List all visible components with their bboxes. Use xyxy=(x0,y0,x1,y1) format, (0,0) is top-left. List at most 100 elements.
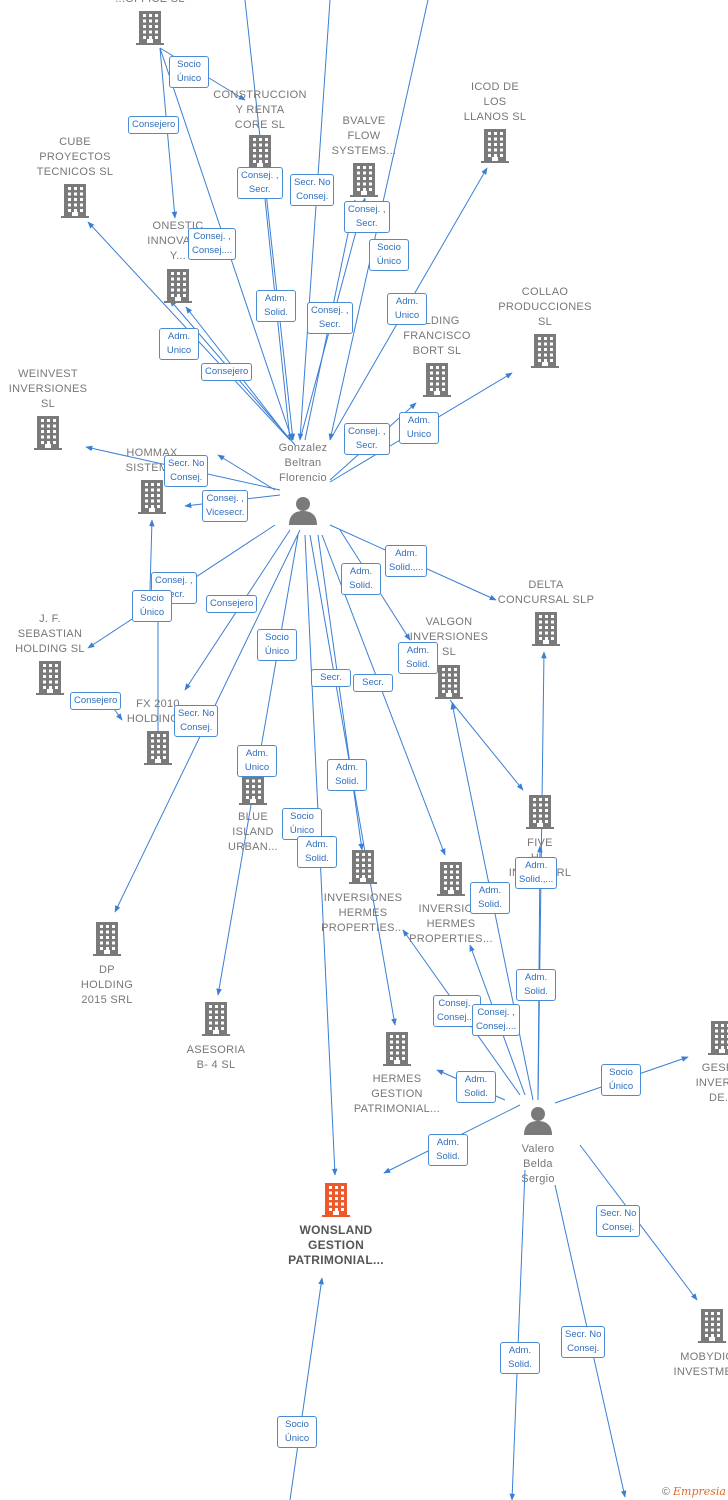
node-label-text: DELTA CONCURSAL SLP xyxy=(497,579,595,606)
node-label-collao[interactable]: COLLAO PRODUCCIONES SL xyxy=(475,285,615,330)
edge-role-label[interactable]: Socio Único xyxy=(601,1064,641,1096)
edge-role-label[interactable]: Socio Único xyxy=(169,56,209,88)
edge-role-label[interactable]: Consejero xyxy=(201,363,253,381)
building-icon[interactable] xyxy=(531,334,559,373)
node-label-blue[interactable]: BLUE ISLAND URBAN... xyxy=(183,810,323,855)
person-icon[interactable] xyxy=(523,1105,553,1140)
edge-role-label[interactable]: Secr. xyxy=(311,669,351,687)
edge-role-label[interactable]: Secr. No Consej. xyxy=(290,174,335,206)
node-label-asesoria[interactable]: ASESORIA B- 4 SL xyxy=(146,1043,286,1073)
edge-role-label[interactable]: Adm. Solid. xyxy=(470,882,510,914)
building-icon[interactable] xyxy=(239,771,267,810)
node-label-mobydic[interactable]: MOBYDIC... INVESTMEN... xyxy=(642,1350,728,1380)
edge-role-label[interactable]: Consej. , Secr. xyxy=(344,201,390,233)
building-icon[interactable] xyxy=(61,184,89,223)
node-label-text: ICOD DE LOS LLANOS SL xyxy=(463,81,527,123)
node-label-ihp1[interactable]: INVERSIONES HERMES PROPERTIES... xyxy=(293,891,433,936)
edge-role-label[interactable]: Socio Único xyxy=(257,629,297,661)
node-label-fx[interactable]: FX 2010 HOLDING... xyxy=(88,697,228,727)
node-label-weinvest[interactable]: WEINVEST INVERSIONES SL xyxy=(0,367,118,412)
edge-line xyxy=(297,0,331,441)
node-label-ihp2[interactable]: INVERSIO... HERMES PROPERTIES... xyxy=(381,902,521,947)
node-label-hermes-gp[interactable]: HERMES GESTION PATRIMONIAL... xyxy=(327,1072,467,1117)
building-icon[interactable] xyxy=(708,1021,728,1060)
person-icon[interactable] xyxy=(288,495,318,530)
building-icon[interactable] xyxy=(138,480,166,519)
edge-role-label[interactable]: Consejero xyxy=(128,116,180,134)
brand-name: Empresia xyxy=(673,1485,726,1498)
node-label-valgon[interactable]: VALGON INVERSIONES SL xyxy=(379,615,519,660)
building-icon[interactable] xyxy=(144,731,172,770)
edge-role-label[interactable]: Adm. Unico xyxy=(399,412,439,444)
edge-role-label[interactable]: Socio Único xyxy=(282,808,322,840)
node-label-gesp[interactable]: GESP... INVERS... DE... xyxy=(652,1061,728,1106)
edge-role-label[interactable]: Socio Único xyxy=(369,239,409,271)
building-icon[interactable] xyxy=(423,363,451,402)
edge-role-label[interactable]: Adm. Solid.,... xyxy=(385,545,428,577)
node-label-bvalve[interactable]: BVALVE FLOW SYSTEMS... xyxy=(294,114,434,159)
node-label-dp[interactable]: DP HOLDING 2015 SRL xyxy=(37,963,177,1008)
node-label-text: J. F. SEBASTIAN HOLDING SL xyxy=(15,613,85,655)
building-icon[interactable] xyxy=(136,11,164,50)
edge-role-label[interactable]: Consej. , Vicesecr. xyxy=(202,490,249,522)
node-label-text: Gonzalez Beltran Florencio xyxy=(278,442,328,484)
building-icon[interactable] xyxy=(481,129,509,168)
edge-role-label[interactable]: Secr. xyxy=(353,674,393,692)
edge-role-label[interactable]: Adm. Solid. xyxy=(341,563,381,595)
edge-role-label[interactable]: Secr. No Consej. xyxy=(164,455,209,487)
node-label-gonzalez[interactable]: Gonzalez Beltran Florencio xyxy=(233,441,373,486)
node-label-text: COLLAO PRODUCCIONES SL xyxy=(498,286,592,328)
node-label-jf[interactable]: J. F. SEBASTIAN HOLDING SL xyxy=(0,612,120,657)
edge-role-label[interactable]: Adm. Solid. xyxy=(398,642,438,674)
edge-role-label[interactable]: Adm. Solid. xyxy=(297,836,337,868)
edge-role-label[interactable]: Consej. , Secr. xyxy=(344,423,390,455)
edge-line xyxy=(317,534,364,851)
building-icon[interactable] xyxy=(93,922,121,961)
building-icon[interactable] xyxy=(164,269,192,308)
edge-role-label[interactable]: Adm. Solid. xyxy=(516,969,556,1001)
edge-role-label[interactable]: Adm. Solid. xyxy=(456,1071,496,1103)
edge-role-label[interactable]: Consejero xyxy=(70,692,122,710)
edge-role-label[interactable]: Secr. No Consej. xyxy=(174,705,219,737)
edge-role-label[interactable]: Socio Único xyxy=(277,1416,317,1448)
edge-role-label[interactable]: Consejero xyxy=(206,595,258,613)
building-icon[interactable] xyxy=(437,862,465,901)
edge-role-label[interactable]: Adm. Solid. xyxy=(428,1134,468,1166)
node-label-wonsland[interactable]: WONSLAND GESTION PATRIMONIAL... xyxy=(266,1223,406,1268)
edge-role-label[interactable]: Adm. Solid. xyxy=(500,1342,540,1374)
node-label-delta[interactable]: DELTA CONCURSAL SLP xyxy=(476,578,616,608)
building-icon[interactable] xyxy=(532,612,560,651)
node-label-office[interactable]: ...OFFICE SL xyxy=(80,0,220,7)
building-icon[interactable] xyxy=(383,1032,411,1071)
edge-line xyxy=(244,0,296,441)
building-icon[interactable] xyxy=(698,1309,726,1348)
edge-role-label[interactable]: Adm. Solid. xyxy=(256,290,296,322)
node-label-icod[interactable]: ICOD DE LOS LLANOS SL xyxy=(425,80,565,125)
node-label-valero[interactable]: Valero Belda Sergio xyxy=(468,1142,608,1187)
edge-role-label[interactable]: Consej. , Consej.... xyxy=(472,1004,521,1036)
building-icon[interactable] xyxy=(435,665,463,704)
edge-role-label[interactable]: Secr. No Consej. xyxy=(561,1326,606,1358)
edge-role-label[interactable]: Socio Único xyxy=(132,590,172,622)
building-icon[interactable] xyxy=(349,850,377,889)
edge-role-label[interactable]: Consej. , Consej.... xyxy=(188,228,237,260)
building-icon[interactable] xyxy=(202,1002,230,1041)
building-icon[interactable] xyxy=(34,416,62,455)
edge-role-label[interactable]: Secr. No Consej. xyxy=(596,1205,641,1237)
building-icon[interactable] xyxy=(526,795,554,834)
edge-role-label[interactable]: Adm. Solid.,... xyxy=(515,857,558,889)
edge-role-label[interactable]: Adm. Unico xyxy=(159,328,199,360)
building-icon[interactable] xyxy=(322,1183,350,1222)
node-label-text: GESP... INVERS... DE... xyxy=(695,1062,728,1104)
edge-role-label[interactable]: Adm. Unico xyxy=(237,745,277,777)
edge-role-label[interactable]: Consej. , Secr. xyxy=(237,167,283,199)
edge-role-label[interactable]: Adm. Solid. xyxy=(327,759,367,791)
node-label-text: HERMES GESTION PATRIMONIAL... xyxy=(353,1073,441,1115)
node-label-cube[interactable]: CUBE PROYECTOS TECNICOS SL xyxy=(5,135,145,180)
building-icon[interactable] xyxy=(36,661,64,700)
node-label-construccion[interactable]: CONSTRUCCION Y RENTA CORE SL xyxy=(190,88,330,133)
building-icon[interactable] xyxy=(350,163,378,202)
edge-role-label[interactable]: Adm. Unico xyxy=(387,293,427,325)
edge-role-label[interactable]: Consej. , Secr. xyxy=(307,302,353,334)
